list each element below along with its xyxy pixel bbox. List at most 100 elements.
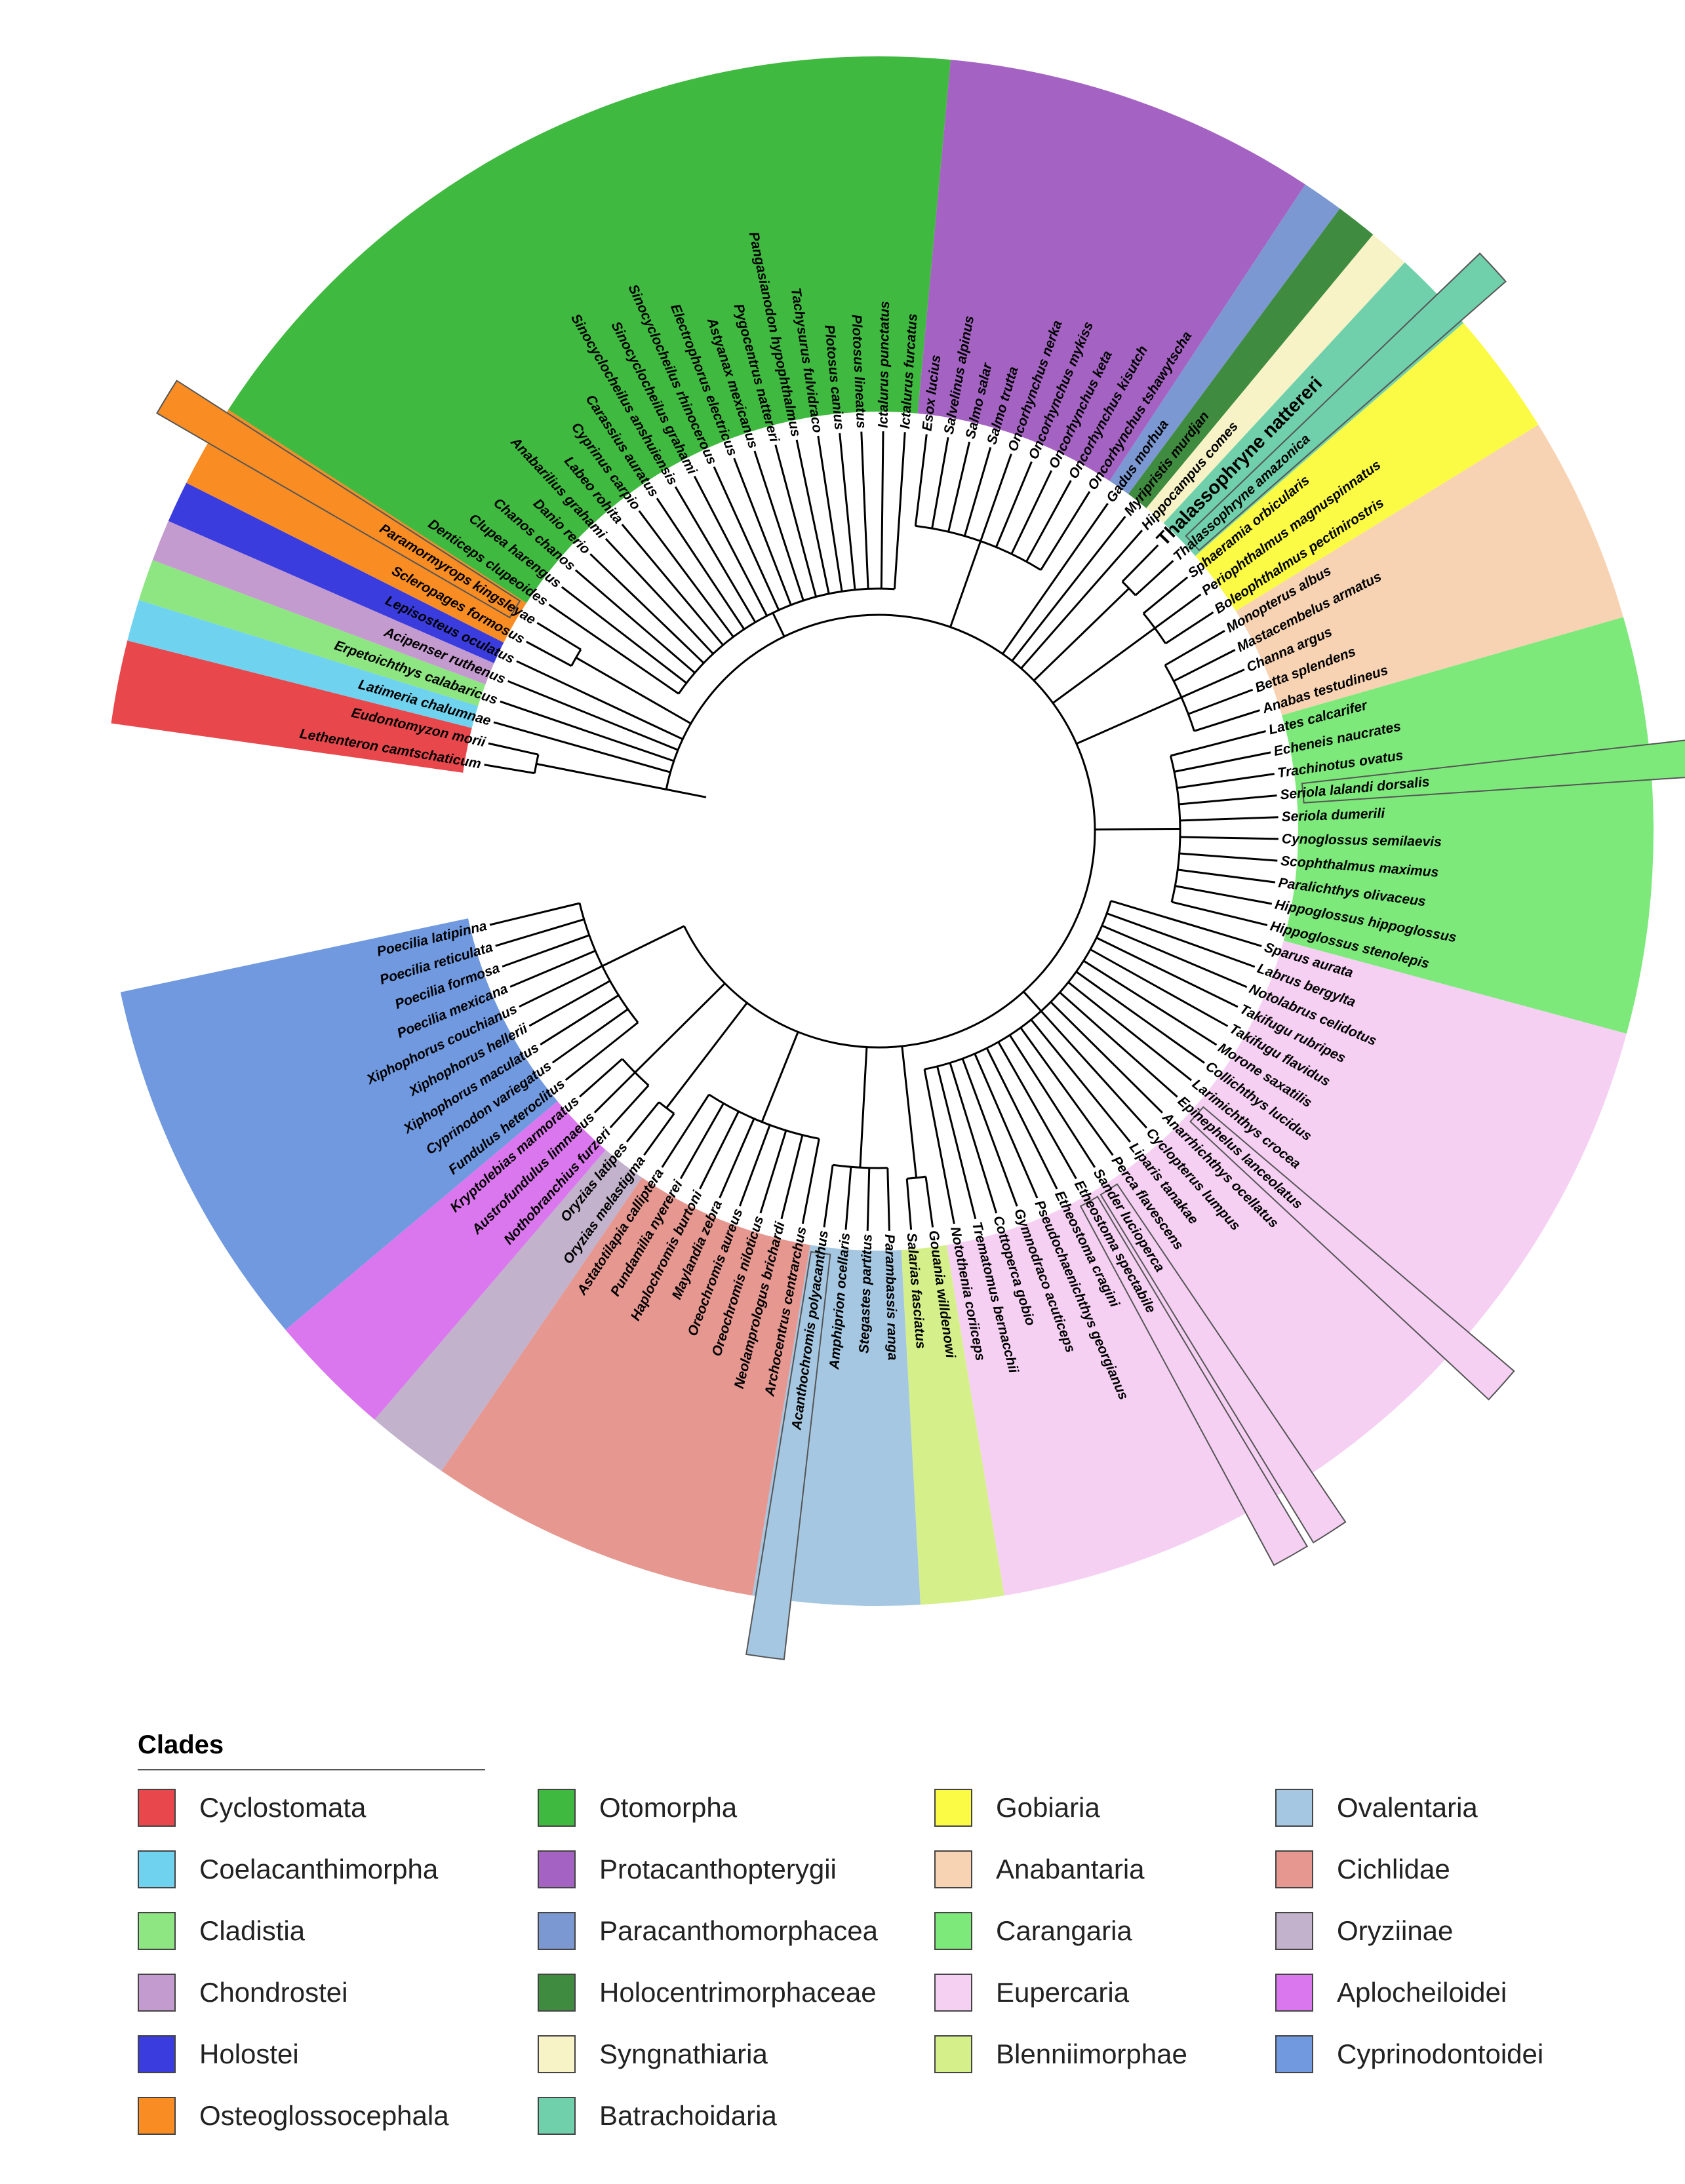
- tree-branch: [540, 994, 620, 1045]
- clade-sector-otomorpha: [228, 56, 951, 603]
- legend-item-holocentrimorphaceae: Holocentrimorphaceae: [538, 1974, 934, 2012]
- highlight-callout-paramormyrops-kingsleyae: [156, 380, 521, 619]
- tree-branch: [574, 569, 696, 674]
- tree-branch: [1025, 480, 1072, 562]
- legend-swatch: [538, 1789, 576, 1827]
- tree-branch: [772, 612, 785, 637]
- highlight-callouts: [156, 252, 1685, 1660]
- legend-swatch: [538, 1974, 576, 2012]
- legend-swatch: [138, 1974, 176, 2012]
- tree-branch: [886, 1167, 890, 1231]
- legend-label: Coelacanthimorpha: [199, 1854, 439, 1884]
- tree-branch: [931, 437, 949, 529]
- tree-branch-arc: [658, 1101, 675, 1115]
- tree-branch: [665, 1002, 748, 1109]
- legend-swatch: [538, 2097, 576, 2135]
- tree-branch: [526, 640, 572, 667]
- tree-branch: [733, 458, 792, 606]
- tree-branch: [1143, 576, 1189, 614]
- highlight-callout-sander-lucioperca: [1100, 1183, 1347, 1544]
- tree-branch: [1179, 794, 1277, 806]
- tree-branch: [980, 454, 1012, 542]
- tree-branch: [1076, 696, 1182, 745]
- tree-branch: [625, 1101, 660, 1142]
- tree-branch: [1033, 587, 1130, 682]
- tree-branch: [823, 1164, 834, 1228]
- legend-item-osteoglossocephala: Osteoglossocephala: [138, 2097, 538, 2135]
- legend-label: Cyclostomata: [199, 1792, 367, 1823]
- legend-item-blenniimorphae: Blenniimorphae: [934, 2035, 1275, 2073]
- tree-branch: [1171, 901, 1268, 926]
- tree-branch-arc: [621, 1058, 650, 1087]
- tree-branch: [674, 486, 757, 623]
- tree-branch: [605, 537, 714, 655]
- clade-sectors: [111, 56, 1654, 1607]
- legend-item-otomorpha: Otomorpha: [538, 1789, 934, 1827]
- tree-branch: [817, 435, 843, 592]
- clade-sector-paracanthomorphacea: [1109, 184, 1340, 494]
- legend-swatch: [538, 1850, 576, 1888]
- legend-swatch: [138, 1850, 176, 1888]
- tree-branch: [1020, 1027, 1114, 1156]
- tree-branch: [484, 764, 535, 775]
- tree-branch: [949, 541, 982, 628]
- tree-branch: [1173, 649, 1236, 682]
- tree-branch: [738, 1124, 771, 1207]
- legend-swatch: [934, 1912, 972, 1950]
- tree-branch: [1030, 1019, 1131, 1143]
- taxon-label: Cynoglossus semilaevis: [1282, 832, 1442, 850]
- highlight-callout-seriola-lalandi-dorsalis: [1301, 739, 1685, 804]
- tree-branch: [1170, 730, 1266, 757]
- clade-sector-eupercaria: [946, 941, 1627, 1596]
- tree-branch: [519, 965, 603, 1008]
- tree-branch: [643, 1113, 675, 1156]
- tree-branch-arc: [915, 524, 1042, 571]
- tree-branch: [502, 934, 590, 968]
- legend-item-cyclostomata: Cyclostomata: [138, 1789, 538, 1827]
- legend-item-paracanthomorphacea: Paracanthomorphacea: [538, 1912, 934, 1950]
- tree-branch: [1106, 912, 1256, 968]
- tree-branch: [963, 446, 992, 537]
- highlight-callout-epinephelus-lanceolatus: [1189, 1106, 1515, 1401]
- legend-item-anabantaria: Anabantaria: [934, 1850, 1275, 1888]
- clade-sector-cyprinodontoidei: [120, 918, 558, 1330]
- legend-label: Paracanthomorphacea: [599, 1915, 878, 1946]
- tree-branch: [488, 742, 539, 756]
- tree-branch: [1164, 611, 1214, 644]
- clade-sector-coelacanthimorpha: [127, 600, 479, 728]
- legend-label: Oryziinae: [1337, 1915, 1454, 1946]
- legend-label: Holocentrimorphaceae: [599, 1977, 877, 2008]
- tree-branch: [679, 1102, 724, 1179]
- tree-branch: [905, 1179, 913, 1230]
- highlight-callout-acanthochromis-polyacanthus: [745, 1251, 831, 1660]
- legend-item-batrachoidaria: Batrachoidaria: [538, 2097, 934, 2135]
- legend-swatch: [538, 1912, 576, 1950]
- tree-branch: [1178, 868, 1276, 884]
- tree-branch: [1059, 991, 1178, 1098]
- tree-branch: [1040, 491, 1091, 571]
- tree-branch: [579, 1058, 624, 1098]
- tree-branch: [1180, 836, 1279, 840]
- legend-item-gobiaria: Gobiaria: [934, 1789, 1275, 1827]
- legend-swatch: [538, 2035, 576, 2073]
- legend-swatch: [138, 1789, 176, 1827]
- tree-branch: [565, 1021, 639, 1081]
- tree-branch: [1040, 1010, 1148, 1129]
- tree-branch: [1187, 688, 1254, 715]
- clade-sector-cladistia: [138, 560, 486, 707]
- tree-branch: [1011, 515, 1126, 662]
- tree-branch-arc: [924, 900, 1112, 1070]
- tree-branch: [516, 660, 683, 741]
- legend-swatch: [1275, 1912, 1313, 1950]
- legend-label: Batrachoidaria: [599, 2100, 777, 2131]
- tree-branch: [893, 432, 906, 589]
- tree-branch: [753, 450, 804, 601]
- tree-branch: [866, 1167, 871, 1231]
- legend-item-coelacanthimorpha: Coelacanthimorpha: [138, 1850, 538, 1888]
- tree-branch: [489, 902, 580, 926]
- clade-sector-holocentrimorphaceae: [1128, 208, 1374, 509]
- tree-branch-arc: [1121, 581, 1137, 596]
- tree-branch: [500, 700, 675, 762]
- tree-branch: [1180, 816, 1279, 822]
- tree-branch: [1096, 937, 1239, 1008]
